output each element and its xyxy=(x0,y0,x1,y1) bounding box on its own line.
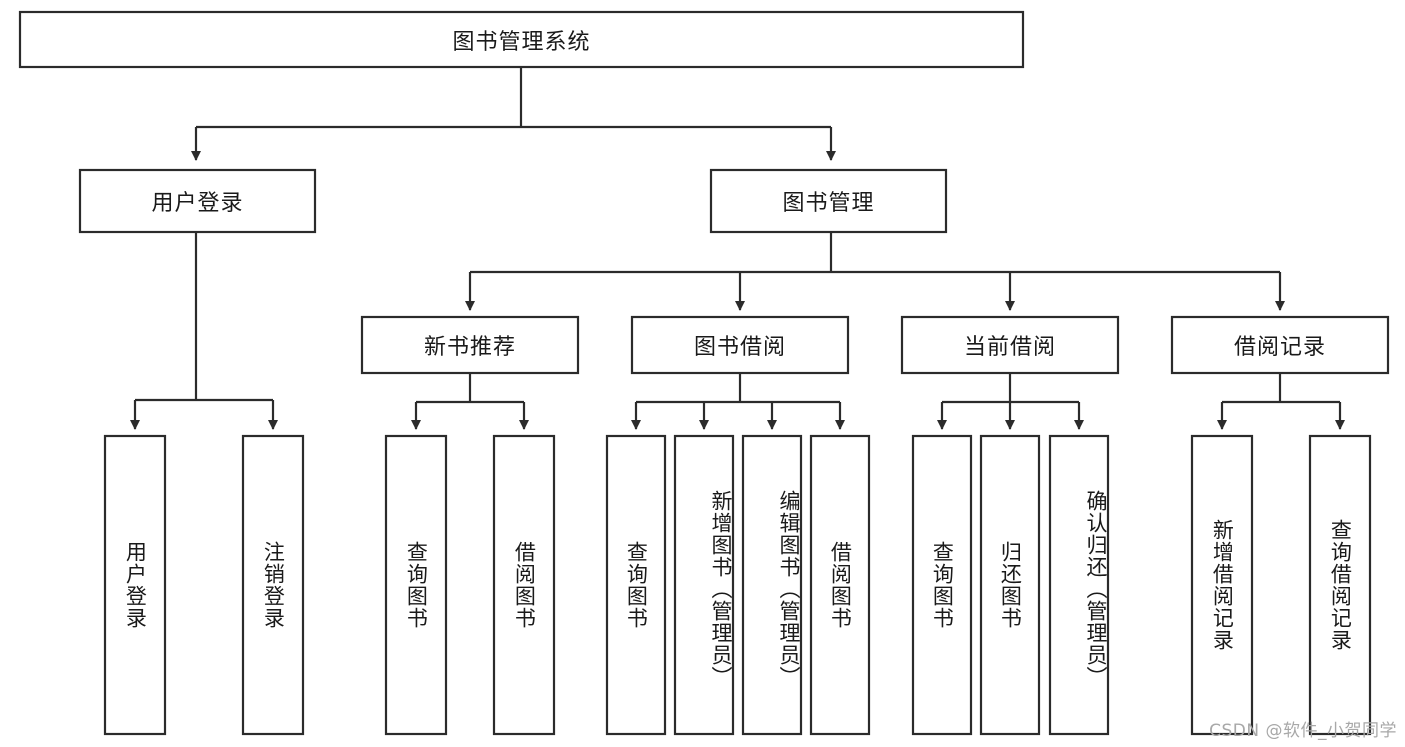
node-box-book-borrow[interactable] xyxy=(630,315,850,375)
node-box-leaf-query-book-3[interactable] xyxy=(911,434,973,736)
node-box-current-borrow[interactable] xyxy=(900,315,1120,375)
node-box-root[interactable] xyxy=(18,10,1025,69)
node-box-leaf-add-record[interactable] xyxy=(1190,434,1254,736)
node-box-leaf-edit-book[interactable] xyxy=(741,434,803,736)
node-box-new-book-recommend[interactable] xyxy=(360,315,580,375)
node-box-leaf-return-book[interactable] xyxy=(979,434,1041,736)
node-box-leaf-add-book[interactable] xyxy=(673,434,735,736)
node-box-leaf-user-login[interactable] xyxy=(103,434,167,736)
node-box-leaf-borrow-book-1[interactable] xyxy=(492,434,556,736)
node-box-book-management[interactable] xyxy=(709,168,948,234)
node-box-leaf-confirm-return[interactable] xyxy=(1048,434,1110,736)
csdn-watermark: CSDN @软件_小贺同学 xyxy=(1209,721,1397,741)
node-box-leaf-query-book-1[interactable] xyxy=(384,434,448,736)
node-box-user-login[interactable] xyxy=(78,168,317,234)
node-box-borrow-record[interactable] xyxy=(1170,315,1390,375)
node-box-leaf-borrow-book-2[interactable] xyxy=(809,434,871,736)
node-box-leaf-query-book-2[interactable] xyxy=(605,434,667,736)
node-box-leaf-logout-login[interactable] xyxy=(241,434,305,736)
node-box-leaf-query-record[interactable] xyxy=(1308,434,1372,736)
